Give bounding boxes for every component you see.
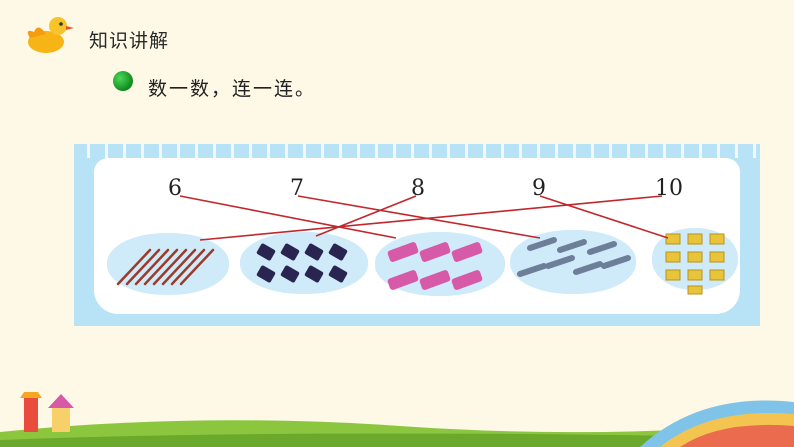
cubes (665, 233, 725, 295)
number-8: 8 (411, 176, 425, 201)
matching-lines (179, 195, 669, 241)
erasers (387, 242, 483, 290)
ground-decoration (0, 392, 794, 447)
sharpeners (256, 243, 348, 283)
page-title: 知识讲解 (89, 30, 170, 52)
duck-icon (27, 17, 74, 53)
pens (517, 237, 631, 277)
sticks (116, 248, 215, 286)
group-sharpeners (240, 232, 368, 294)
number-9: 9 (532, 176, 546, 201)
panel-border-pattern (78, 144, 756, 158)
number-6: 6 (168, 176, 182, 201)
instruction-text: 数一数，连一连。 (148, 78, 317, 100)
bullet-icon (113, 71, 133, 91)
number-7: 7 (290, 176, 304, 201)
